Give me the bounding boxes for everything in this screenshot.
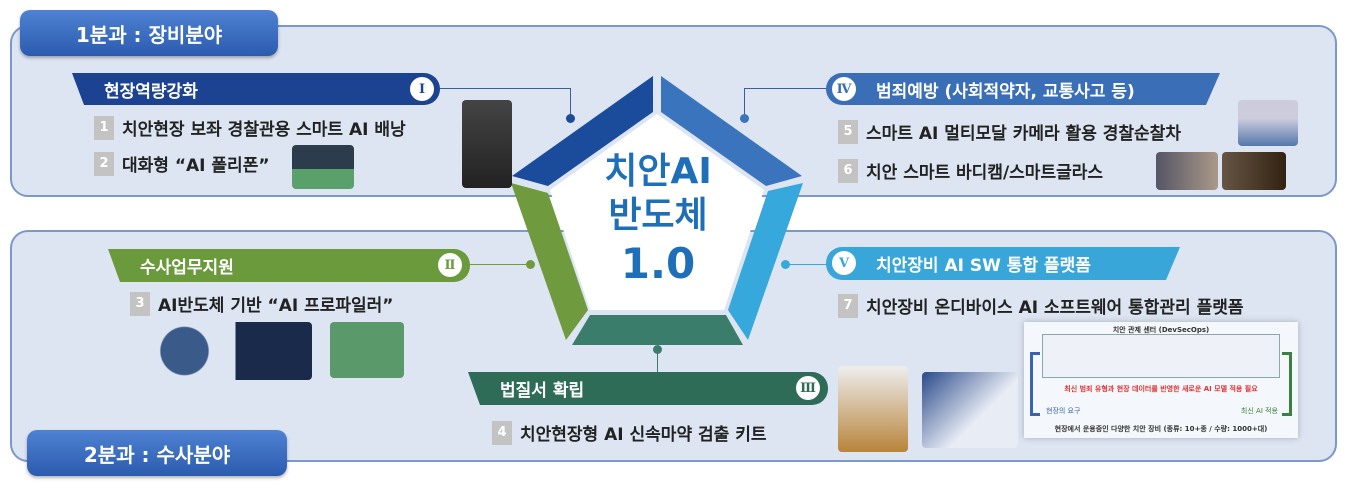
category-1-numeral: Ⅰ [410,77,434,101]
connector-2 [462,264,530,265]
feedback-arrow-right [1282,352,1292,416]
connector-dot-4 [740,114,749,123]
connector-3 [657,350,658,374]
connector-dot-2 [526,260,535,269]
connector-5 [786,264,834,265]
category-2-banner: 수사업무지원 Ⅱ [108,249,470,282]
item-5-text: 스마트 AI 멀티모달 카메라 활용 경찰순찰차 [866,124,1181,144]
item-2-text: 대화형 “AI 폴리폰” [122,156,270,176]
platform-diagram-title: 치안 관제 센터 (DevSecOps) [1112,326,1210,334]
category-3-title: 법질서 확립 [500,381,585,401]
category-4-title: 범죄예방 (사회적약자, 교통사고 등) [876,81,1135,102]
segment-2 [511,183,588,340]
item-1: 1 치안현장 보좌 경찰관용 스마트 AI 배낭 [94,115,406,140]
category-2-title: 수사업무지원 [140,258,234,278]
item-1-number: 1 [94,115,114,140]
item-6: 6 치안 스마트 바디캠/스마트글라스 [838,158,1103,183]
category-3-banner: 법질서 확립 Ⅲ [468,372,828,405]
connector-dot-1 [566,114,575,123]
item-5: 5 스마트 AI 멀티모달 카메라 활용 경찰순찰차 [838,119,1181,144]
category-5-banner: Ⅴ 치안장비 AI SW 통합 플랫폼 [826,247,1180,280]
drug-kit-image [838,366,908,452]
center-title-line2: 반도체 [608,195,708,236]
item-2: 2 대화형 “AI 폴리폰” [94,151,270,176]
connector-1 [432,88,570,89]
category-1-banner: 현장역량강화 Ⅰ [72,73,440,105]
item-3-number: 3 [130,291,150,316]
category-5-title: 치안장비 AI SW 통합 플랫폼 [876,256,1091,276]
equipment-group-label: 1분과 : 장비분야 [75,22,223,47]
profiler-device-image [330,322,404,378]
drug-data-image [922,372,1018,448]
connector-dot-5 [781,260,790,269]
item-2-number: 2 [94,151,114,176]
connector-4 [744,88,834,89]
item-4-text: 치안현장형 AI 신속마약 검출 키트 [520,425,767,445]
segment-1 [512,76,653,186]
category-3-numeral: Ⅲ [796,376,820,400]
equipment-group-tab: 1분과 : 장비분야 [20,10,278,56]
connector-dot-3 [653,345,662,354]
latest-ai-label: 최신 AI 적용 [1240,407,1278,415]
item-3-text: AI반도체 기반 “AI 프로파일러” [158,296,394,316]
platform-need-text: 최신 범죄 유형과 현장 데이터를 반영한 새로운 AI 모델 적용 필요 [1064,385,1258,393]
item-4: 4 치안현장형 AI 신속마약 검출 키트 [492,420,766,445]
item-4-number: 4 [492,420,512,445]
field-demand-label: 현장의 요구 [1046,407,1081,415]
bodycam-image [1156,152,1218,190]
investigation-group-label: 2분과 : 수사분야 [83,442,231,467]
platform-diagram: 치안 관제 센터 (DevSecOps) 최신 범죄 유형과 현장 데이터를 반… [1024,322,1298,438]
item-7-text: 치안장비 온디바이스 AI 소프트웨어 통합관리 플랫폼 [866,298,1244,318]
connector-4v [744,88,745,116]
investigation-group-tab: 2분과 : 수사분야 [27,430,287,476]
feedback-arrow-left [1030,352,1040,416]
ai-profiler-diagram-image [142,322,312,380]
item-6-text: 치안 스마트 바디캠/스마트글라스 [866,163,1104,183]
smart-backpack-image [462,100,512,188]
item-7: 7 치안장비 온디바이스 AI 소프트웨어 통합관리 플랫폼 [838,293,1244,318]
segment-5 [728,183,803,340]
item-5-number: 5 [838,119,858,144]
category-1-title: 현장역량강화 [104,81,198,102]
control-center-box [1042,334,1280,378]
item-6-number: 6 [838,158,858,183]
center-title-line3: 1.0 [620,239,696,288]
category-2-numeral: Ⅱ [438,253,462,277]
item-7-number: 7 [838,293,858,318]
item-1-text: 치안현장 보좌 경찰관용 스마트 AI 배낭 [122,120,406,140]
category-5-numeral: Ⅴ [832,251,856,275]
patrol-car-image [1238,100,1298,146]
ai-poliphone-image [292,145,354,189]
item-3: 3 AI반도체 기반 “AI 프로파일러” [130,291,393,316]
smartglass-image [1222,152,1286,190]
connector-1v [570,88,571,116]
center-title-line1: 치안AI [604,151,712,192]
center-title: 치안AI 반도체 1.0 [560,150,756,286]
devices-footer-text: 현장에서 운용중인 다양한 치안 장비 (종류: 10+종 / 수량: 1000… [1054,425,1268,433]
segment-3 [572,315,743,345]
category-4-banner: Ⅳ 범죄예방 (사회적약자, 교통사고 등) [826,73,1220,105]
category-4-numeral: Ⅳ [832,77,856,101]
segment-4 [661,76,802,186]
pentagon-center [550,114,764,310]
